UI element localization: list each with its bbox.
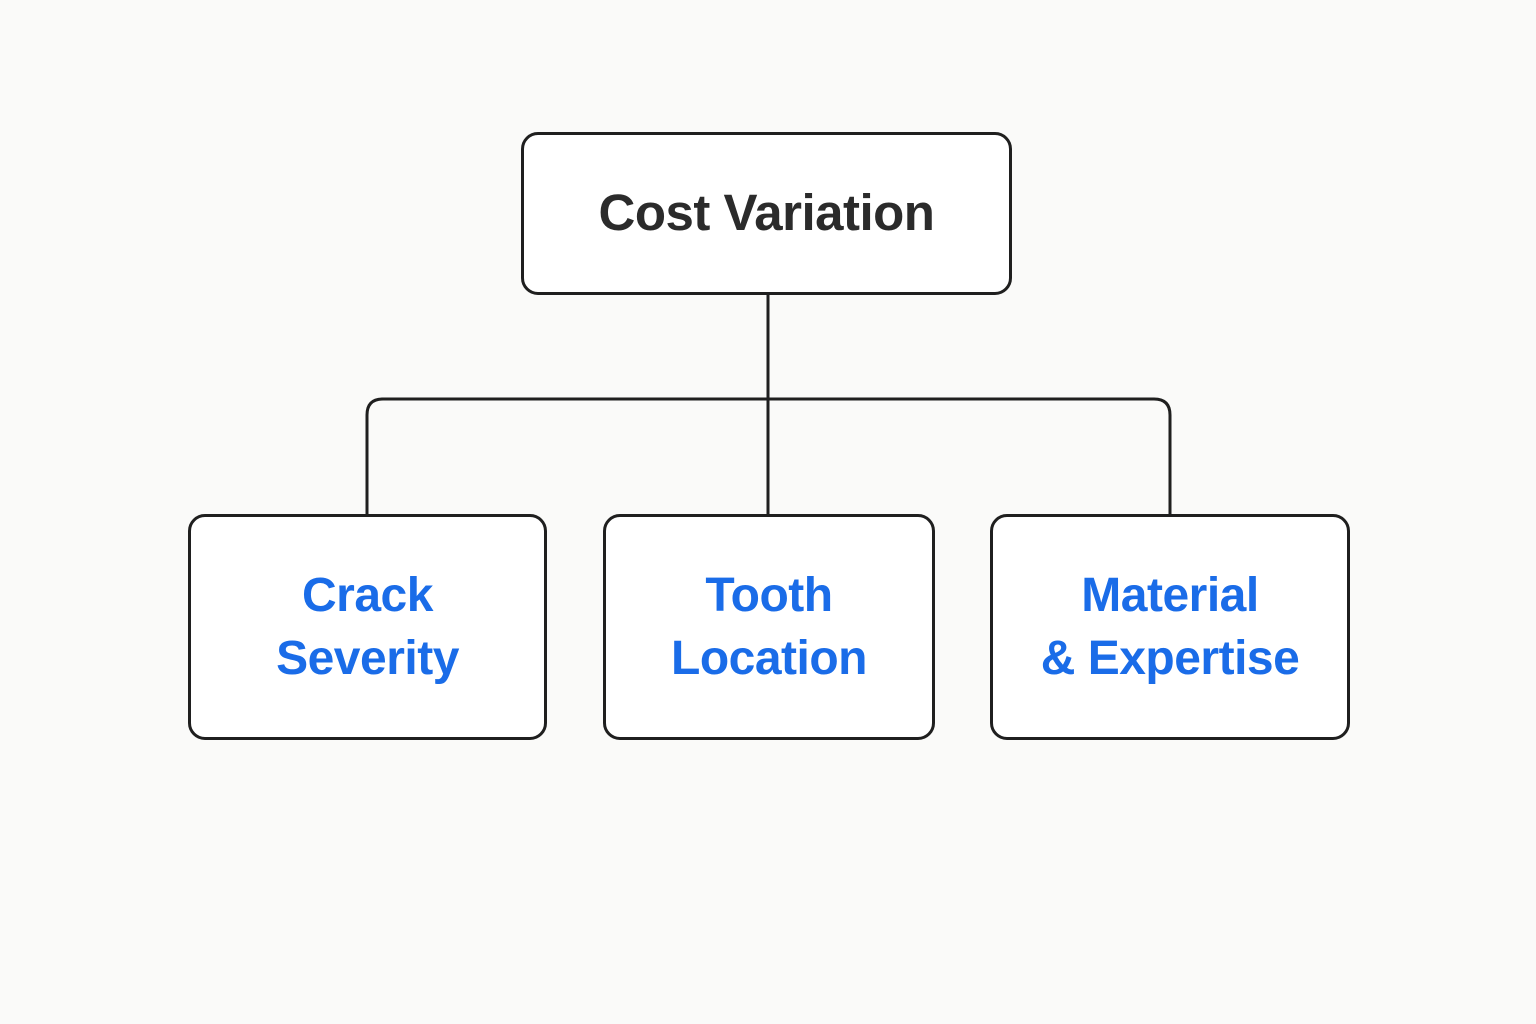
node-label-line-2: Location xyxy=(671,632,868,685)
node-tooth-location-label: Tooth Location xyxy=(671,564,868,691)
node-crack-severity-label: Crack Severity xyxy=(276,564,459,691)
node-label-line-1: Crack xyxy=(302,568,433,622)
node-material-expertise-label: Material & Expertise xyxy=(1041,564,1300,691)
node-cost-variation: Cost Variation xyxy=(521,132,1012,295)
node-label-line-2: Severity xyxy=(276,632,459,685)
connector-branch xyxy=(365,397,1172,514)
node-material-expertise: Material & Expertise xyxy=(990,514,1350,740)
node-tooth-location: Tooth Location xyxy=(603,514,935,740)
node-label-line-1: Tooth xyxy=(705,568,833,622)
node-label-line-2: & Expertise xyxy=(1040,632,1300,685)
node-crack-severity: Crack Severity xyxy=(188,514,547,740)
node-label-line-1: Material xyxy=(1081,568,1259,622)
node-cost-variation-label: Cost Variation xyxy=(598,184,935,242)
